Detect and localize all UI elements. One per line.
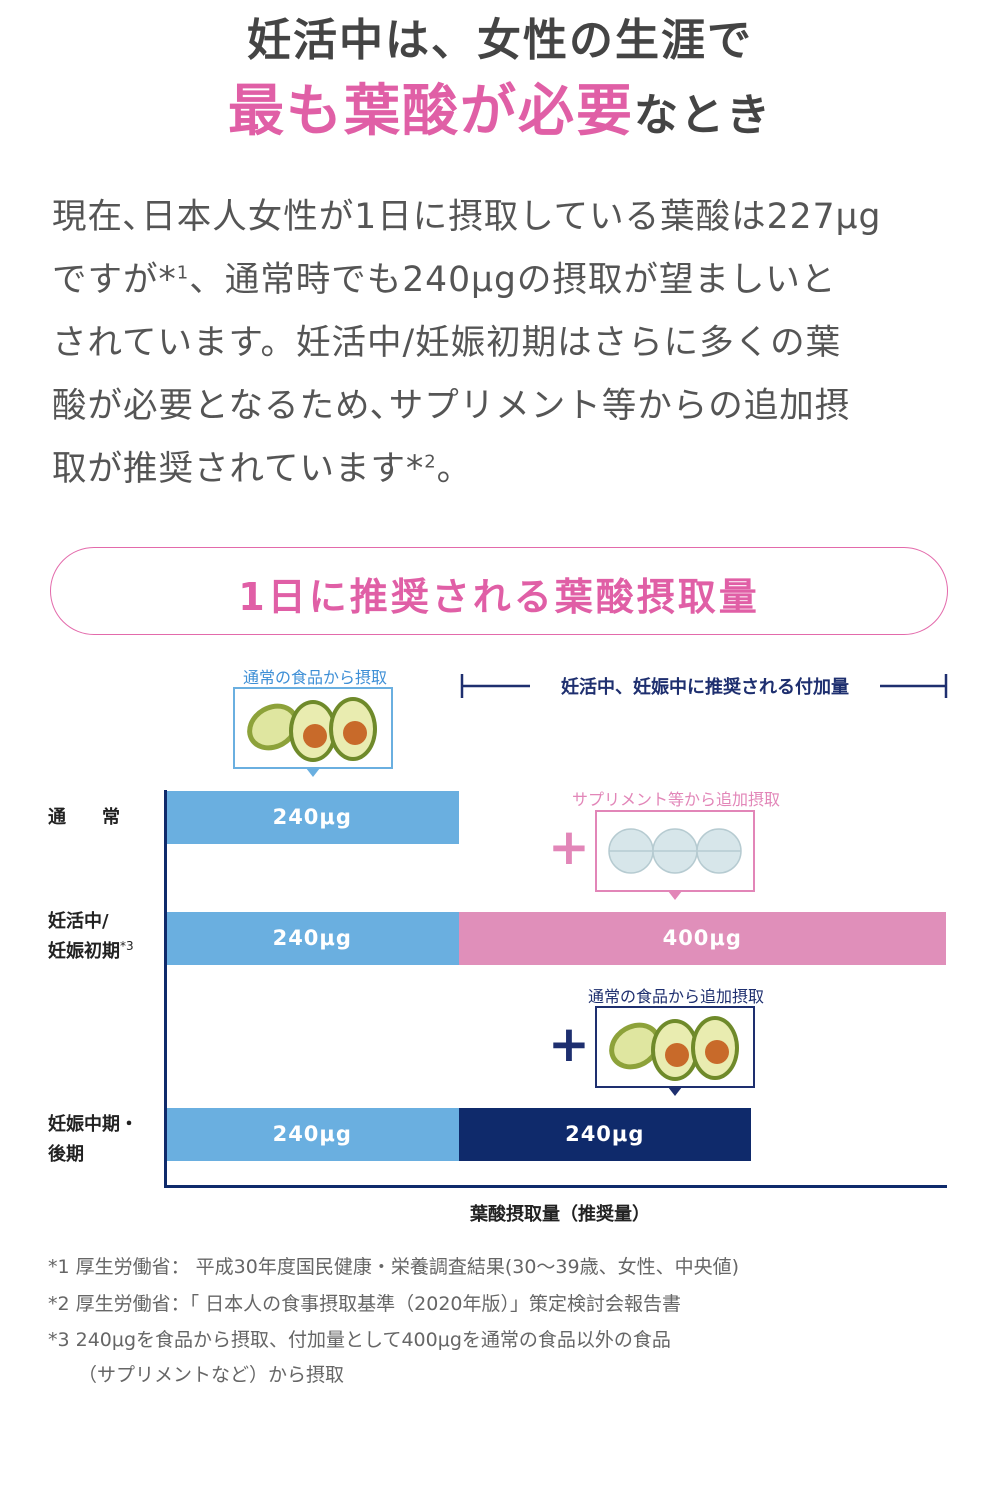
intro-line-5: 取が推奨されています*2。 <box>52 438 957 501</box>
footnote-ref-2: 2 <box>424 451 437 473</box>
bar-preconception-food <box>166 912 459 965</box>
intro-line-5b: 。 <box>436 449 473 489</box>
intro-line-4: 酸が必要となるため､サプリメント等からの追加摂 <box>52 386 851 426</box>
footnote-3: *3 240μgを食品から摂取、付加量として400μgを通常の食品以外の食品 <box>48 1329 671 1351</box>
bar-label-preconception-supplement: 400μg <box>662 926 742 950</box>
callout-pointer-food-added <box>668 1087 682 1096</box>
heading-line1: 妊活中は、女性の生涯で <box>247 15 753 66</box>
bar-label-mid-added-food: 240μg <box>565 1122 645 1146</box>
footnote-ref-3: *3 <box>120 939 134 953</box>
heading-rest: なとき <box>634 90 772 141</box>
category-label-preconception-a: 妊活中/ <box>48 911 109 932</box>
bar-label-preconception-food: 240μg <box>272 926 352 950</box>
annotation-food-base: 通常の食品から摂取 <box>242 668 387 687</box>
intro-line-2b: 、通常時でも240μgの摂取が望ましいと <box>189 260 837 300</box>
footnote-ref-1: 1 <box>176 262 190 284</box>
intro-line-2: ですが*1、通常時でも240μgの摂取が望ましいと <box>52 249 957 312</box>
footnote-3-continued: （サプリメントなど）から摂取 <box>78 1364 345 1386</box>
annotation-supplement: サプリメント等から追加摂取 <box>571 790 780 809</box>
footnote-1: *1 厚生労働省： 平成30年度国民健康・栄養調査結果(30〜39歳、女性、中央… <box>48 1256 740 1278</box>
x-axis-label: 葉酸摂取量（推奨量） <box>470 1204 650 1225</box>
chart-title-pill <box>50 547 948 635</box>
category-label-mid-a: 妊娠中期・ <box>48 1114 138 1135</box>
avocado-image-added <box>609 1016 739 1081</box>
callout-pointer-supplement <box>668 891 682 900</box>
y-axis-line <box>164 790 167 1188</box>
intro-line-2a: ですが* <box>52 260 177 300</box>
heading-line2: 最も葉酸が必要なとき <box>0 66 1000 147</box>
category-label-preconception: 妊活中/ 妊娠初期*3 <box>48 907 134 967</box>
category-label-mid-b: 後期 <box>48 1144 84 1165</box>
category-label-normal: 通 常 <box>48 807 120 828</box>
x-axis-line <box>164 1185 947 1188</box>
bar-preconception-supplement <box>458 912 946 965</box>
intro-paragraph: 現在､日本人女性が1日に摂取している葉酸は227μg ですが*1、通常時でも24… <box>52 186 957 501</box>
plus-icon-supplement: + <box>548 818 590 876</box>
footnote-2: *2 厚生労働省：「 日本人の食事摂取基準（2020年版）」策定検討会報告書 <box>48 1293 682 1315</box>
callout-pointer-base <box>306 768 320 777</box>
bar-label-normal-food: 240μg <box>272 805 352 829</box>
tablet-pills-image <box>608 828 742 874</box>
bar-normal-food <box>166 791 459 844</box>
bar-mid-food <box>166 1108 459 1161</box>
category-label-preconception-b: 妊娠初期 <box>48 941 120 962</box>
bar-label-mid-food: 240μg <box>272 1122 352 1146</box>
bar-mid-added-food <box>458 1108 751 1161</box>
annotation-food-added: 通常の食品から追加摂取 <box>587 987 764 1006</box>
avocado-callout-added <box>595 1006 755 1088</box>
plus-icon-food: + <box>548 1015 590 1073</box>
category-label-mid: 妊娠中期・ 後期 <box>48 1110 138 1170</box>
supplement-callout <box>595 810 755 892</box>
intro-line-3: されています。妊活中/妊娠初期はさらに多くの葉 <box>52 323 842 363</box>
intro-line-1: 現在､日本人女性が1日に摂取している葉酸は227μg <box>52 197 882 237</box>
avocado-image <box>247 697 377 762</box>
avocado-callout-base <box>233 687 393 769</box>
heading-accent: 最も葉酸が必要 <box>228 79 634 144</box>
added-range-label: 妊活中、妊娠中に推奨される付加量 <box>530 673 880 699</box>
intro-line-5a: 取が推奨されています* <box>52 449 425 489</box>
chart-title: 1日に推奨される葉酸摂取量 <box>238 575 760 619</box>
